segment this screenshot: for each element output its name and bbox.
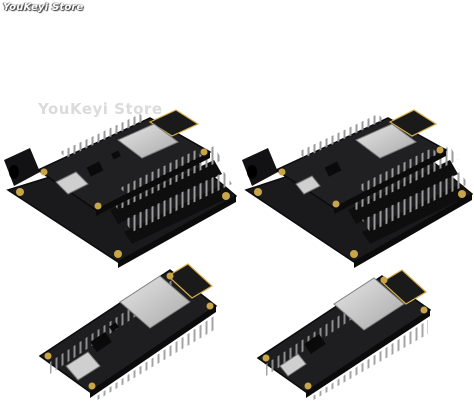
dc-jack bbox=[4, 148, 40, 186]
product-micro-usb-board bbox=[256, 269, 432, 402]
usb-c-port bbox=[65, 351, 101, 381]
store-label: YouKeyi Store bbox=[3, 2, 84, 13]
dc-jack bbox=[242, 148, 278, 186]
wifi-shield bbox=[355, 123, 417, 159]
antenna bbox=[167, 263, 213, 299]
antenna bbox=[381, 269, 427, 305]
product-micro-usb-with-base bbox=[242, 109, 474, 268]
wifi-shield bbox=[117, 123, 179, 159]
product-usb-c-board bbox=[38, 263, 218, 402]
micro-usb-port bbox=[295, 175, 321, 195]
usb-c-port bbox=[55, 171, 89, 195]
wifi-shield bbox=[119, 275, 191, 329]
product-usb-c-with-base bbox=[4, 109, 238, 268]
wifi-shield bbox=[333, 277, 405, 331]
micro-usb-port bbox=[279, 353, 307, 377]
watermark: YouKeyi Store bbox=[38, 100, 163, 118]
antenna bbox=[388, 109, 438, 137]
